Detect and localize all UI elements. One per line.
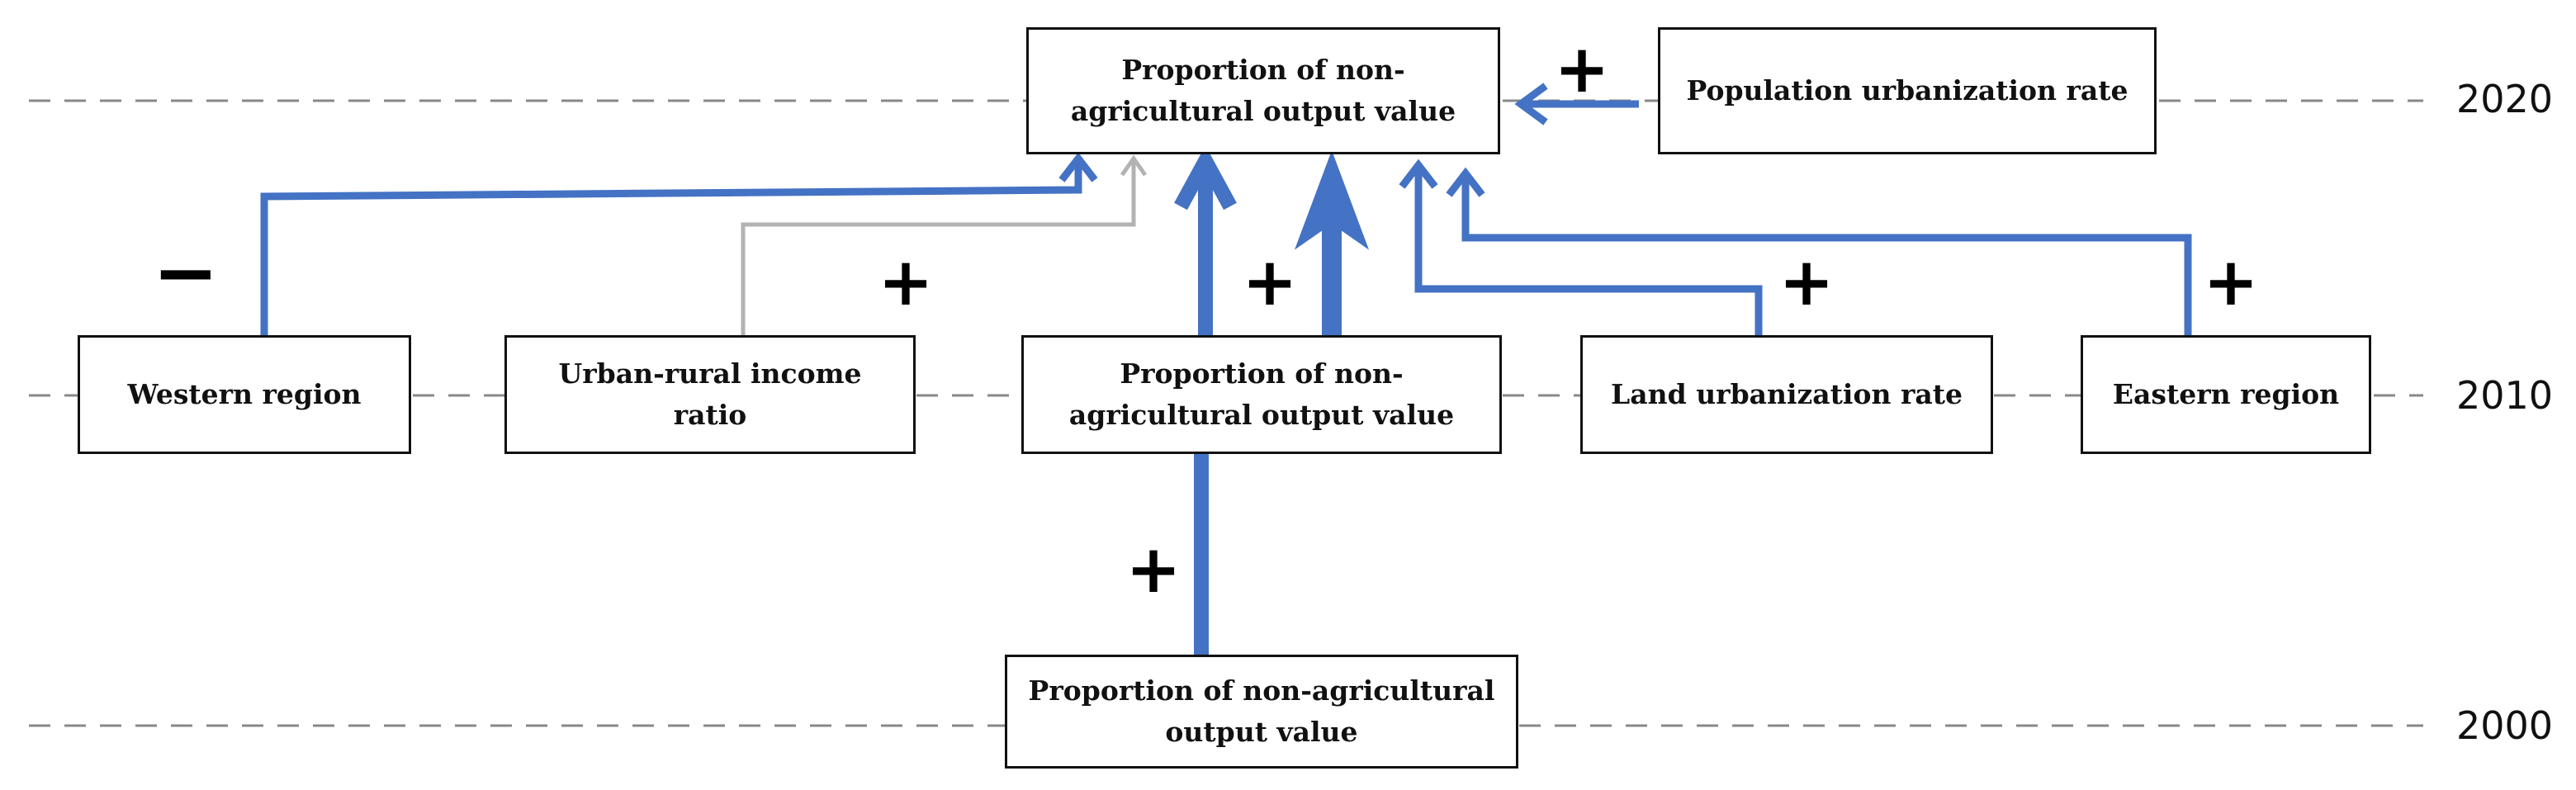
path-land-urbanization-rate (1399, 158, 1763, 335)
sign-eastern-region: + (2203, 244, 2259, 320)
path-population-urbanization-rate (1514, 83, 1639, 125)
sign-proportion-2000: + (1125, 531, 1181, 608)
year-label-2020: 2020 (2456, 77, 2554, 121)
sign-urban-rural-income-ratio: + (878, 244, 934, 320)
year-label-2010: 2010 (2456, 373, 2554, 418)
node-urban-rural-income-ratio: Urban-rural income ratio (504, 335, 916, 454)
path-eastern-region (1446, 167, 2192, 335)
sign-proportion-2010: + (1242, 244, 1298, 320)
path-proportion-2010-medium (1174, 145, 1237, 335)
sign-population-urbanization-rate: + (1554, 31, 1610, 107)
node-western-region: Western region (78, 335, 411, 454)
path-proportion-2010-strong (1294, 150, 1370, 335)
node-land-urbanization-rate: Land urbanization rate (1580, 335, 1993, 454)
year-label-2000: 2000 (2456, 703, 2554, 748)
sign-land-urbanization-rate: + (1778, 244, 1835, 320)
node-outcome-2020: Proportion of non-agricultural output va… (1026, 27, 1500, 154)
sign-western-region: − (152, 226, 220, 319)
node-population-urbanization-rate: Population urbanization rate (1658, 27, 2157, 154)
node-proportion-2000: Proportion of non-agricultural output va… (1005, 655, 1518, 769)
node-eastern-region: Eastern region (2081, 335, 2371, 454)
path-western-region (260, 152, 1098, 335)
node-proportion-2010: Proportion of non-agricultural output va… (1021, 335, 1502, 454)
path-urban-rural-income-ratio (741, 154, 1148, 335)
